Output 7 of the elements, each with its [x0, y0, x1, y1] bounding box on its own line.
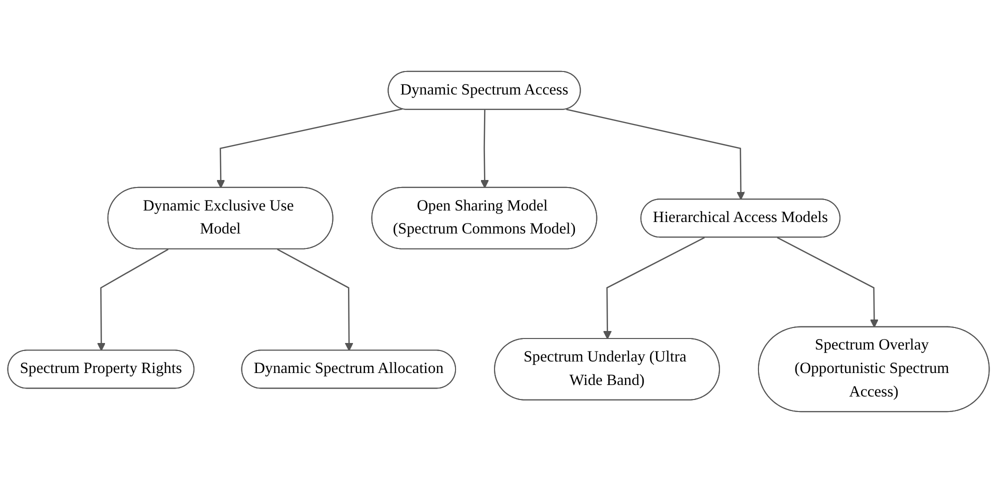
arrow: [603, 237, 705, 340]
arrow: [216, 108, 402, 188]
arrow: [566, 108, 746, 200]
arrow: [277, 248, 354, 352]
arrow: [777, 237, 878, 328]
arrow: [480, 110, 489, 188]
arrow: [97, 248, 169, 352]
